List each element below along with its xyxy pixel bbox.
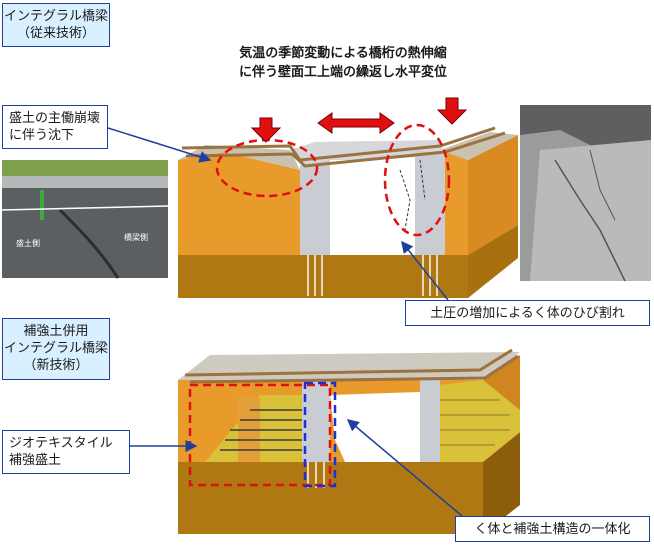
integration-highlight (303, 381, 337, 488)
conventional-tag-line2: （従来技術） (16, 26, 95, 41)
cracks-callout: 土圧の増加によるく体のひび割れ (405, 300, 650, 326)
new-tech-line1: 補強土併用 (23, 324, 89, 339)
settlement-callout: 盛土の主働崩壊 に伴う沈下 (2, 105, 108, 149)
green-post (40, 190, 44, 220)
conventional-bridge-diagram (178, 97, 518, 298)
new-tech-line2: インテグラル橋梁 (3, 341, 108, 356)
settlement-crack (58, 208, 120, 279)
new-tech-line3: （新技術） (23, 358, 89, 373)
cracks-connector (401, 240, 449, 301)
right-abutment (415, 150, 445, 255)
settlement-arrow-right (436, 97, 468, 125)
geotextile-line1: ジオテキスタイル (9, 436, 113, 451)
title-line2: に伴う壁面工上端の繰返し水平変位 (238, 65, 447, 80)
cracks-text: 土圧の増加によるく体のひび割れ (430, 306, 625, 321)
abutment-crack-photo (520, 105, 651, 282)
crack-highlight (383, 123, 451, 237)
settlement-connector (107, 127, 212, 163)
conventional-tag-line1: インテグラル橋梁 (3, 9, 108, 24)
photo-label-embankment: 盛土側 (16, 238, 40, 248)
integration-callout: く体と補強土構造の一体化 (455, 516, 650, 542)
settlement-line2: に伴う沈下 (9, 128, 75, 143)
geotextile-line2: 補強盛土 (9, 453, 62, 468)
settlement-line1: 盛土の主働崩壊 (9, 111, 101, 126)
new-bridge-diagram (178, 348, 520, 534)
reinforced-fill-highlight (188, 383, 332, 487)
settlement-arrow-left (250, 117, 282, 143)
geotextile-callout: ジオテキスタイル 補強盛土 (2, 430, 130, 474)
integration-text: く体と補強土構造の一体化 (474, 522, 631, 537)
horizontal-displacement-arrow (317, 112, 395, 134)
conventional-tag: インテグラル橋梁 （従来技術） (2, 3, 110, 47)
thermal-displacement-title: 気温の季節変動による橋桁の熱伸縮 に伴う壁面工上端の繰返し水平変位 (198, 44, 488, 82)
photo-label-bridge: 橋梁側 (124, 232, 148, 242)
integration-connector (346, 419, 463, 517)
new-tech-tag: 補強土併用 インテグラル橋梁 （新技術） (2, 318, 110, 380)
title-line1: 気温の季節変動による橋桁の熱伸縮 (239, 46, 447, 61)
road-settlement-photo: 盛土側 橋梁側 (1, 160, 169, 279)
callout-connectors (107, 127, 463, 517)
wall-crack (554, 159, 626, 282)
